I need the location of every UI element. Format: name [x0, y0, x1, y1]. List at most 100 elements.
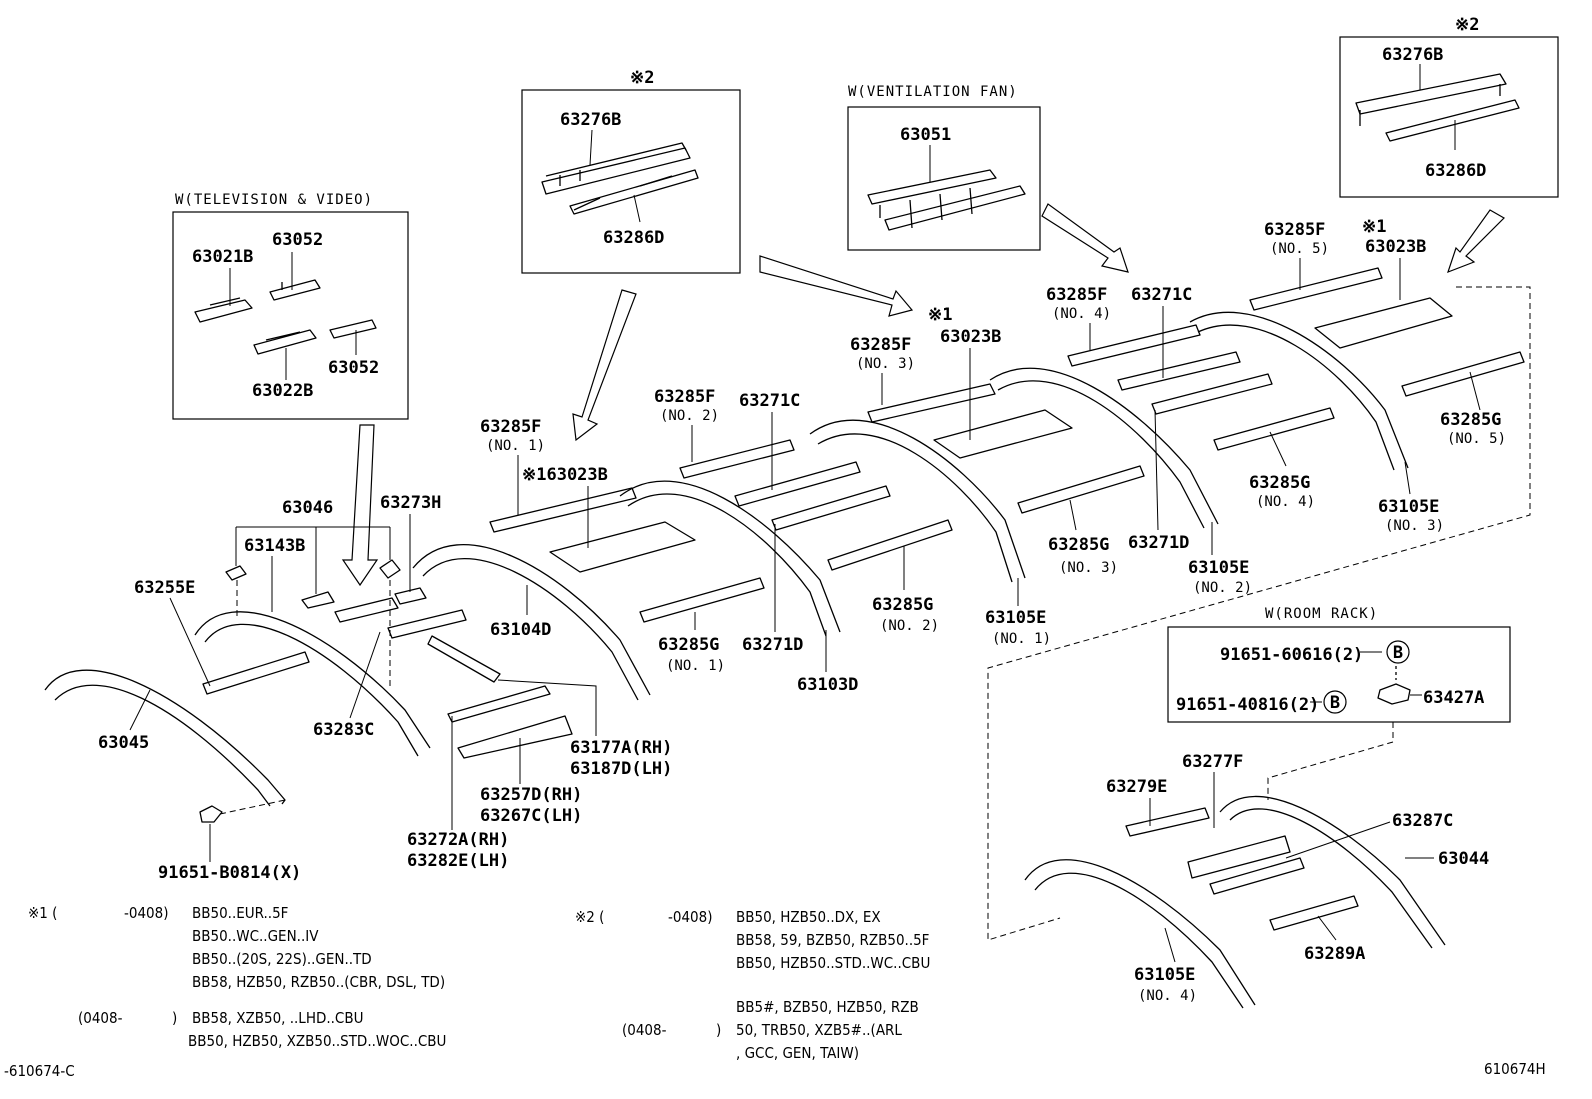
part-label: 63271D — [742, 635, 803, 655]
roof-bow-63104D — [412, 544, 651, 701]
part-label: 63044 — [1438, 849, 1489, 869]
part-label: 63285F — [1046, 285, 1107, 305]
part-label: (NO. 4) — [1052, 306, 1111, 322]
part-label: 63285G — [1048, 535, 1109, 555]
part-label: 63285F — [654, 387, 715, 407]
part-label: 63046 — [282, 498, 333, 518]
roof-bow-63045 — [44, 669, 286, 807]
part-label: 63051 — [900, 125, 951, 145]
part-label: 63187D(LH) — [570, 759, 672, 779]
part-label: 63045 — [98, 733, 149, 753]
footer-right-code: 610674H — [1484, 1060, 1546, 1078]
inset-parts-room-rack — [1377, 666, 1411, 705]
part-label: 63276B — [560, 110, 621, 130]
roof-bow-63143B — [194, 611, 431, 757]
footnote-line: BB50..(20S, 22S)..GEN..TD — [192, 950, 372, 968]
part-label: 63022B — [252, 381, 313, 401]
part-label: 63285G — [658, 635, 719, 655]
part-label: 63286D — [603, 228, 664, 248]
part-label: (NO. 2) — [660, 408, 719, 424]
part-label: (NO. 1) — [486, 438, 545, 454]
part-label: ※2 — [630, 68, 654, 88]
part-label: ※163023B — [522, 465, 608, 485]
footnote-line: BB50..EUR..5F — [192, 904, 288, 922]
footnote-line: 50, TRB50, XZB5#..(ARL — [736, 1021, 902, 1039]
footnote-line: BB50..WC..GEN..IV — [192, 927, 319, 945]
part-label: (NO. 1) — [666, 658, 725, 674]
part-label: 63143B — [244, 536, 305, 556]
part-label: 91651-B0814(X) — [158, 863, 301, 883]
roof-bow-63105E-no1 — [809, 419, 1026, 583]
inset-parts-left-note2 — [541, 142, 699, 215]
footnote-line: ※2 ( — [575, 908, 604, 926]
part-label: 63267C(LH) — [480, 806, 582, 826]
circle-marker-letter: B — [1393, 643, 1403, 663]
circle-marker: B — [1386, 640, 1410, 664]
part-label: 63279E — [1106, 777, 1167, 797]
part-label: 63104D — [490, 620, 551, 640]
part-label: (NO. 1) — [992, 631, 1051, 647]
part-label: 63103D — [797, 675, 858, 695]
part-label: W(ROOM RACK) — [1265, 606, 1378, 622]
roof-bow-63105E-no4 — [1024, 859, 1256, 1009]
footnote-line: BB50, HZB50..DX, EX — [736, 908, 881, 926]
part-label: 91651-40816(2) — [1176, 695, 1319, 715]
part-label: 63023B — [1365, 237, 1426, 257]
inset-box-television-video — [172, 211, 409, 420]
arrow-television-video — [341, 424, 379, 587]
part-label: 63285G — [1440, 410, 1501, 430]
part-label: (NO. 5) — [1270, 241, 1329, 257]
part-label: 63282E(LH) — [407, 851, 509, 871]
circle-marker-ring — [1386, 640, 1410, 664]
circle-markers: BB — [1323, 640, 1410, 714]
footnote-line: BB58, XZB50, ..LHD..CBU — [192, 1009, 364, 1027]
part-label: ※1 — [1362, 217, 1386, 237]
roof-bow-63105E-no2 — [989, 367, 1219, 529]
circle-marker-ring — [1323, 690, 1347, 714]
part-label: 63283C — [313, 720, 374, 740]
part-label: ※2 — [1455, 15, 1479, 35]
footnote-line: -0408) — [668, 908, 712, 926]
circle-marker-letter: B — [1330, 693, 1340, 713]
footnote-line: BB5#, BZB50, HZB50, RZB — [736, 998, 919, 1016]
part-label: 63289A — [1304, 944, 1365, 964]
part-label: 63105E — [1188, 558, 1249, 578]
part-label: 63255E — [134, 578, 195, 598]
dashed-leader-room-rack — [1267, 722, 1394, 800]
part-label: 63277F — [1182, 752, 1243, 772]
inset-box-ventilation-fan — [847, 106, 1041, 251]
footnote-line: (0408- — [78, 1009, 123, 1027]
inset-box-left-note2 — [521, 89, 741, 274]
part-label: 63285F — [1264, 220, 1325, 240]
part-label: 63177A(RH) — [570, 738, 672, 758]
arrow-down-left-note2 — [572, 289, 637, 442]
part-label: 63271C — [739, 391, 800, 411]
part-label: 63285G — [872, 595, 933, 615]
arrow-right-note2 — [1447, 209, 1505, 274]
part-label: (NO. 4) — [1256, 494, 1315, 510]
footnote-line: ※1 ( — [28, 904, 57, 922]
part-label: 63105E — [985, 608, 1046, 628]
clips — [199, 559, 401, 823]
part-label: 63273H — [380, 493, 441, 513]
part-label: (NO. 4) — [1138, 988, 1197, 1004]
part-label: 63427A — [1423, 688, 1484, 708]
footnote-line: BB50, HZB50..STD..WC..CBU — [736, 954, 930, 972]
part-label: 63276B — [1382, 45, 1443, 65]
arrow-ventilation-fan — [759, 255, 914, 317]
part-label: 63271C — [1131, 285, 1192, 305]
part-label: 63287C — [1392, 811, 1453, 831]
footnote-line: ) — [716, 1021, 721, 1039]
part-label: 63285G — [1249, 473, 1310, 493]
part-label: 63271D — [1128, 533, 1189, 553]
part-label: (NO. 3) — [1059, 560, 1118, 576]
part-label: 63285F — [480, 417, 541, 437]
inset-parts-television-video — [194, 279, 377, 355]
inset-box-right-note2 — [1339, 36, 1559, 198]
roof-bow-63105E-no3 — [1189, 311, 1409, 471]
part-label: 63286D — [1425, 161, 1486, 181]
footnote-line: BB58, HZB50, RZB50..(CBR, DSL, TD) — [192, 973, 445, 991]
circle-marker: B — [1323, 690, 1347, 714]
part-label: (NO. 2) — [880, 618, 939, 634]
